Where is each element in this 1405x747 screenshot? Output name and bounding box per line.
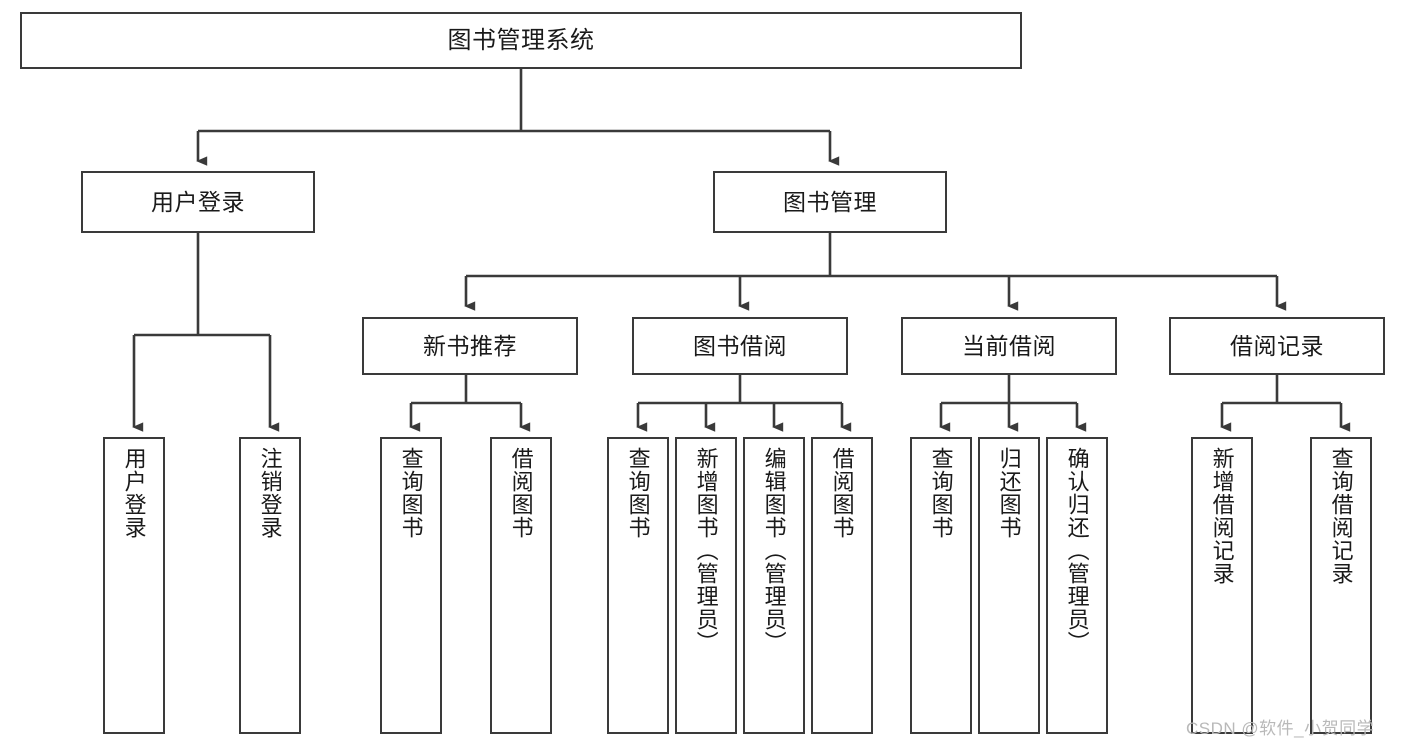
node-label: 新增借阅记录: [1209, 447, 1235, 585]
node-label: 注销登录: [257, 447, 283, 539]
node-label: 图书管理: [783, 188, 877, 215]
node-label: 用户登录: [121, 447, 147, 539]
leaf-book-borrow-query-book[interactable]: 查询图书: [607, 437, 669, 734]
leaf-book-borrow-add-book[interactable]: 新增图书（管理员）: [675, 437, 737, 734]
node-label: 归还图书: [996, 447, 1022, 539]
node-label: 借阅记录: [1230, 332, 1324, 359]
node-label: 查询图书: [928, 447, 954, 539]
node-user-login[interactable]: 用户登录: [81, 171, 315, 233]
node-book-borrow[interactable]: 图书借阅: [632, 317, 848, 375]
node-label: 查询借阅记录: [1328, 447, 1354, 585]
node-borrow-record[interactable]: 借阅记录: [1169, 317, 1385, 375]
watermark: CSDN @软件_小贺同学: [1186, 719, 1375, 738]
node-book-management[interactable]: 图书管理: [713, 171, 947, 233]
node-label: 新增图书（管理员）: [693, 447, 719, 654]
node-label: 新书推荐: [423, 332, 517, 359]
node-label: 借阅图书: [829, 447, 855, 539]
leaf-borrow-record-add-record[interactable]: 新增借阅记录: [1191, 437, 1253, 734]
leaf-new-book-borrow-book[interactable]: 借阅图书: [490, 437, 552, 734]
node-label: 查询图书: [625, 447, 651, 539]
node-label: 图书管理系统: [447, 26, 595, 54]
node-label: 当前借阅: [962, 332, 1056, 359]
leaf-book-borrow-edit-book[interactable]: 编辑图书（管理员）: [743, 437, 805, 734]
node-current-borrow[interactable]: 当前借阅: [901, 317, 1117, 375]
node-label: 确认归还（管理员）: [1064, 447, 1090, 654]
node-label: 编辑图书（管理员）: [761, 447, 787, 654]
leaf-user-login-login[interactable]: 用户登录: [103, 437, 165, 734]
leaf-borrow-record-query-record[interactable]: 查询借阅记录: [1310, 437, 1372, 734]
leaf-new-book-query-book[interactable]: 查询图书: [380, 437, 442, 734]
node-label: 查询图书: [398, 447, 424, 539]
node-label: 用户登录: [151, 188, 245, 215]
leaf-current-borrow-confirm-return[interactable]: 确认归还（管理员）: [1046, 437, 1108, 734]
node-new-book-recommend[interactable]: 新书推荐: [362, 317, 578, 375]
node-label: 借阅图书: [508, 447, 534, 539]
node-label: 图书借阅: [693, 332, 787, 359]
leaf-current-borrow-query-book[interactable]: 查询图书: [910, 437, 972, 734]
node-root-book-management-system[interactable]: 图书管理系统: [20, 12, 1022, 69]
leaf-user-login-logout[interactable]: 注销登录: [239, 437, 301, 734]
leaf-book-borrow-borrow-book[interactable]: 借阅图书: [811, 437, 873, 734]
leaf-current-borrow-return-book[interactable]: 归还图书: [978, 437, 1040, 734]
